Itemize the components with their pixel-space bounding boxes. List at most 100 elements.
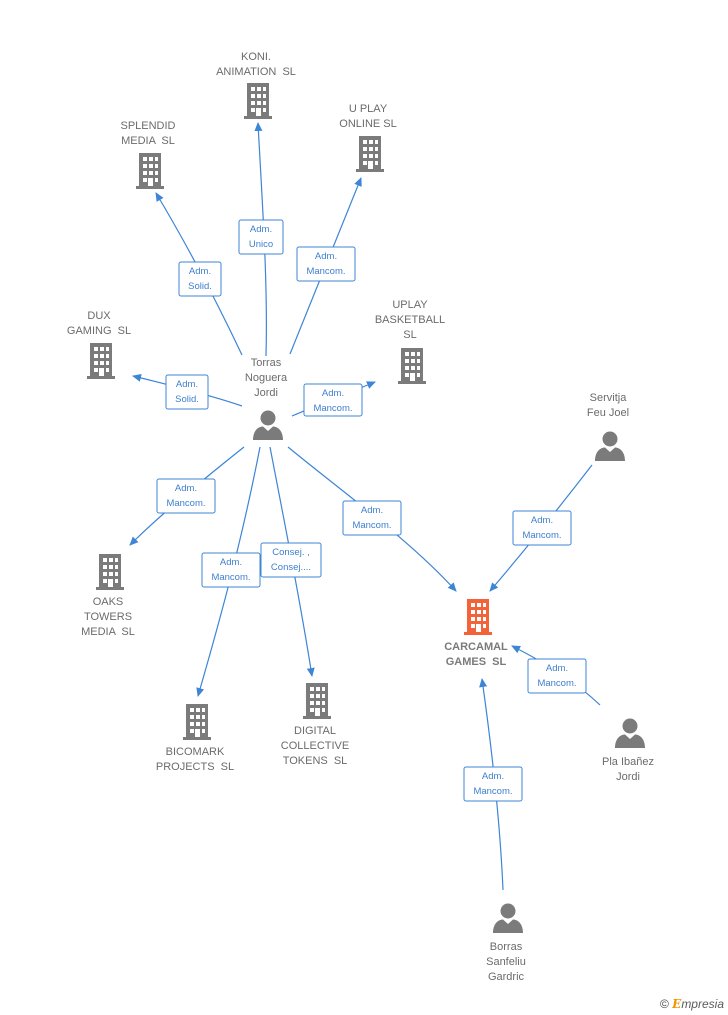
role-label-e-dux[interactable]: Adm. Solid. xyxy=(165,374,209,410)
node-label: SL xyxy=(403,329,416,341)
person-icon xyxy=(615,718,645,748)
node-uplay-online[interactable]: U PLAY ONLINE SL xyxy=(339,103,397,172)
role-label-text: Adm. xyxy=(175,483,197,494)
node-digital[interactable]: DIGITAL COLLECTIVE TOKENS SL xyxy=(281,683,349,767)
node-label: OAKS xyxy=(93,596,124,608)
node-label: DUX xyxy=(87,310,111,322)
node-label: Gardric xyxy=(488,971,525,983)
role-label-e-servitja[interactable]: Adm. Mancom. xyxy=(512,510,572,546)
role-label-text: Mancom. xyxy=(166,498,205,509)
node-label: TOWERS xyxy=(84,611,132,623)
role-label-box xyxy=(156,478,216,514)
node-dux[interactable]: DUX GAMING SL xyxy=(67,310,131,379)
role-label-e-torras-carcamal[interactable]: Adm. Mancom. xyxy=(342,500,402,536)
role-label-text: Mancom. xyxy=(306,266,345,277)
node-label: PROJECTS SL xyxy=(156,761,234,773)
brand-name: mpresia xyxy=(681,997,724,1011)
role-label-text: Mancom. xyxy=(352,520,391,531)
role-label-e-splendid[interactable]: Adm. Solid. xyxy=(178,261,222,297)
node-bicomark[interactable]: BICOMARK PROJECTS SL xyxy=(156,704,234,773)
role-label-text: Solid. xyxy=(175,394,199,405)
copyright-icon: © xyxy=(659,997,669,1011)
role-label-e-digital[interactable]: Consej. , Consej.... xyxy=(260,542,322,578)
role-label-box xyxy=(178,261,222,297)
node-label: ANIMATION SL xyxy=(216,66,296,78)
role-label-box xyxy=(296,246,356,282)
role-label-box xyxy=(238,219,284,255)
person-icon xyxy=(493,903,523,933)
role-label-box xyxy=(260,542,322,578)
role-label-text: Mancom. xyxy=(313,403,352,414)
role-label-text: Adm. xyxy=(189,266,211,277)
node-label: Jordi xyxy=(254,387,278,399)
node-label: Sanfeliu xyxy=(486,956,526,968)
building-icon xyxy=(398,348,426,384)
node-label: Jordi xyxy=(616,771,640,783)
role-label-e-bicomark[interactable]: Adm. Mancom. xyxy=(201,552,261,588)
role-label-text: Mancom. xyxy=(211,572,250,583)
node-label: GAMES SL xyxy=(446,656,507,668)
person-icon xyxy=(595,431,625,461)
building-icon xyxy=(244,83,272,119)
role-label-text: Adm. xyxy=(315,251,337,262)
role-label-text: Adm. xyxy=(220,557,242,568)
node-label: UPLAY xyxy=(392,299,428,311)
role-label-box xyxy=(165,374,209,410)
node-koni[interactable]: KONI. ANIMATION SL xyxy=(216,51,296,119)
building-icon xyxy=(303,683,331,719)
node-label: ONLINE SL xyxy=(339,118,396,130)
node-label: Servitja xyxy=(590,392,628,404)
building-icon xyxy=(96,554,124,590)
role-label-e-pla[interactable]: Adm.Mancom. xyxy=(527,658,587,694)
node-label: TOKENS SL xyxy=(283,755,348,767)
node-label: CARCAMAL xyxy=(444,641,508,653)
role-label-text: Adm. xyxy=(176,379,198,390)
brand-logo-letter: E xyxy=(672,997,682,1011)
node-label: KONI. xyxy=(241,51,271,63)
node-oaks[interactable]: OAKS TOWERS MEDIA SL xyxy=(81,554,135,638)
node-label: COLLECTIVE xyxy=(281,740,349,752)
role-label-text: Adm. xyxy=(482,771,504,782)
role-label-text: Consej.... xyxy=(271,562,311,573)
nodes-layer: KONI. ANIMATION SL U PLAY ONLINE SL SPLENDID… xyxy=(67,51,654,983)
node-label: Noguera xyxy=(245,372,288,384)
node-label: Borras xyxy=(490,941,523,953)
role-label-text: Adm. xyxy=(531,515,553,526)
node-label: GAMING SL xyxy=(67,325,131,337)
role-label-e-uplay-basket[interactable]: Adm. Mancom. xyxy=(303,383,363,417)
role-label-e-oaks[interactable]: Adm. Mancom. xyxy=(156,478,216,514)
node-label: Feu Joel xyxy=(587,407,629,419)
node-label: DIGITAL xyxy=(294,725,336,737)
person-icon xyxy=(253,410,283,440)
role-label-text: Mancom. xyxy=(522,530,561,541)
role-label-text: Unico xyxy=(249,239,273,250)
node-label: MEDIA SL xyxy=(81,626,135,638)
node-label: U PLAY xyxy=(349,103,388,115)
role-labels-layer: Adm.UnicoAdm.Mancom.Adm.Solid.Adm.Solid.… xyxy=(156,219,587,802)
role-label-text: Consej. , xyxy=(272,547,310,558)
node-label: Pla Ibañez xyxy=(602,756,654,768)
role-label-text: Solid. xyxy=(188,281,212,292)
role-label-text: Adm. xyxy=(250,224,272,235)
role-label-box xyxy=(342,500,402,536)
role-label-text: Adm. xyxy=(361,505,383,516)
empresia-brand[interactable]: © Empresia xyxy=(660,997,724,1011)
role-label-e-koni[interactable]: Adm. Unico xyxy=(238,219,284,255)
node-label: BICOMARK xyxy=(166,746,225,758)
role-label-e-uplay-online[interactable]: Adm. Mancom. xyxy=(296,246,356,282)
role-label-box xyxy=(201,552,261,588)
building-icon xyxy=(183,704,211,740)
role-label-e-borras[interactable]: Adm.Mancom. xyxy=(463,766,523,802)
role-label-box xyxy=(303,383,363,417)
role-label-box xyxy=(463,766,523,802)
node-carcamal[interactable]: CARCAMAL GAMES SL xyxy=(444,599,508,668)
node-label: Torras xyxy=(251,357,282,369)
role-label-text: Adm. xyxy=(322,388,344,399)
